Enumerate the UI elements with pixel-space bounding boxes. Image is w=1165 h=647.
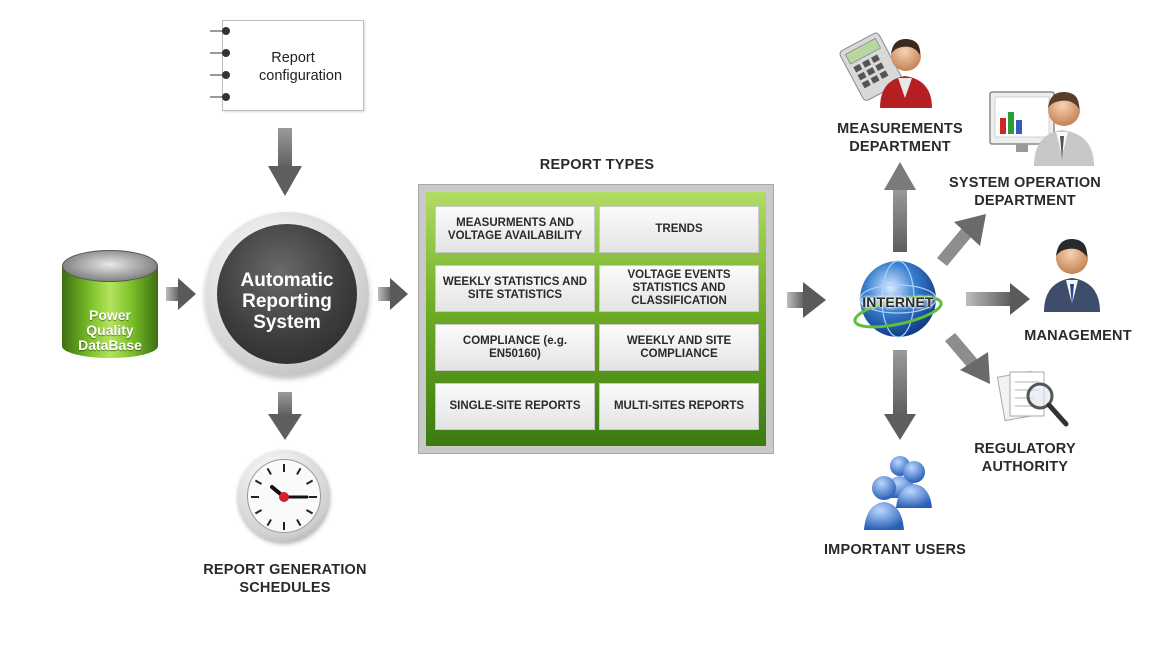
report-type-weekly-statistics: WEEKLY STATISTICS AND SITE STATISTICS: [435, 265, 595, 312]
regulatory-authority-icon: [996, 370, 1069, 427]
ars-line-3: System: [253, 312, 321, 333]
ars-line-1: Automatic: [240, 270, 334, 291]
regulatory-line-1: REGULATORY: [974, 441, 1076, 457]
arrow-internet-to-important-users: [884, 350, 916, 440]
internet-label: INTERNET: [862, 294, 934, 310]
arrow-config-to-system: [268, 128, 302, 196]
measurements-line-1: MEASUREMENTS: [837, 121, 963, 137]
report-type-weekly-site-compliance: WEEKLY AND SITE COMPLIANCE: [599, 324, 759, 371]
ars-line-2: Reporting: [242, 291, 332, 312]
regulatory-authority-label: REGULATORY AUTHORITY: [950, 440, 1100, 476]
report-configuration-label: Report configuration: [259, 50, 343, 84]
arrow-internet-to-system-operation: [937, 214, 986, 266]
report-type-compliance: COMPLIANCE (e.g. EN50160): [435, 324, 595, 371]
automatic-reporting-system-node: Automatic Reporting System: [205, 212, 369, 376]
report-generation-schedules-label: REPORT GENERATION SCHEDULES: [180, 561, 390, 597]
measurements-line-2: DEPARTMENT: [849, 139, 951, 155]
clock-icon: [251, 464, 317, 530]
report-type-voltage-events: VOLTAGE EVENTS STATISTICS AND CLASSIFICA…: [599, 265, 759, 312]
notebook-ring-icon: [210, 93, 232, 101]
report-type-trends: TRENDS: [599, 206, 759, 253]
notebook-ring-icon: [210, 71, 232, 79]
report-types-title: REPORT TYPES: [539, 157, 655, 173]
internet-globe-icon: [853, 260, 943, 338]
arrow-internet-to-measurements: [884, 162, 916, 252]
report-type-single-site: SINGLE-SITE REPORTS: [435, 383, 595, 430]
arrow-internet-to-management: [966, 283, 1030, 315]
arrow-system-to-schedules: [268, 392, 302, 440]
important-users-icon: [864, 456, 932, 530]
report-configuration-notebook: Report configuration: [210, 20, 364, 111]
automatic-reporting-system-core: Automatic Reporting System: [217, 224, 357, 364]
report-types-grid: MEASURMENTS AND VOLTAGE AVAILABILITY TRE…: [426, 192, 766, 446]
system-operation-line-1: SYSTEM OPERATION: [949, 175, 1101, 191]
schedules-line-2: SCHEDULES: [239, 580, 331, 596]
notebook-ring-icon: [210, 27, 232, 35]
arrow-internet-to-regulatory: [945, 333, 990, 384]
system-operation-department-label: SYSTEM OPERATION DEPARTMENT: [930, 174, 1120, 210]
power-quality-database-icon: Power Quality DataBase: [62, 250, 158, 370]
arrow-reports-to-internet: [787, 282, 826, 318]
regulatory-line-2: AUTHORITY: [981, 459, 1069, 475]
management-label: MANAGEMENT: [1024, 328, 1132, 344]
database-label: Power Quality DataBase: [78, 307, 142, 353]
important-users-label: IMPORTANT USERS: [823, 542, 967, 558]
measurements-department-label: MEASUREMENTS DEPARTMENT: [808, 120, 992, 156]
arrow-db-to-system: [166, 278, 196, 310]
report-type-measurements-voltage: MEASURMENTS AND VOLTAGE AVAILABILITY: [435, 206, 595, 253]
measurements-department-icon: [839, 32, 932, 108]
arrow-system-to-reports: [378, 278, 408, 310]
management-icon: [1044, 238, 1100, 312]
report-types-panel: MEASURMENTS AND VOLTAGE AVAILABILITY TRE…: [418, 184, 774, 454]
database-cylinder-top: [62, 250, 158, 282]
report-type-multi-sites: MULTI-SITES REPORTS: [599, 383, 759, 430]
automatic-reporting-system-label: Automatic Reporting System: [217, 270, 357, 333]
notebook-ring-icon: [210, 49, 232, 57]
system-operation-department-icon: [989, 91, 1094, 166]
schedules-line-1: REPORT GENERATION: [203, 562, 367, 578]
system-operation-line-2: DEPARTMENT: [974, 193, 1076, 209]
